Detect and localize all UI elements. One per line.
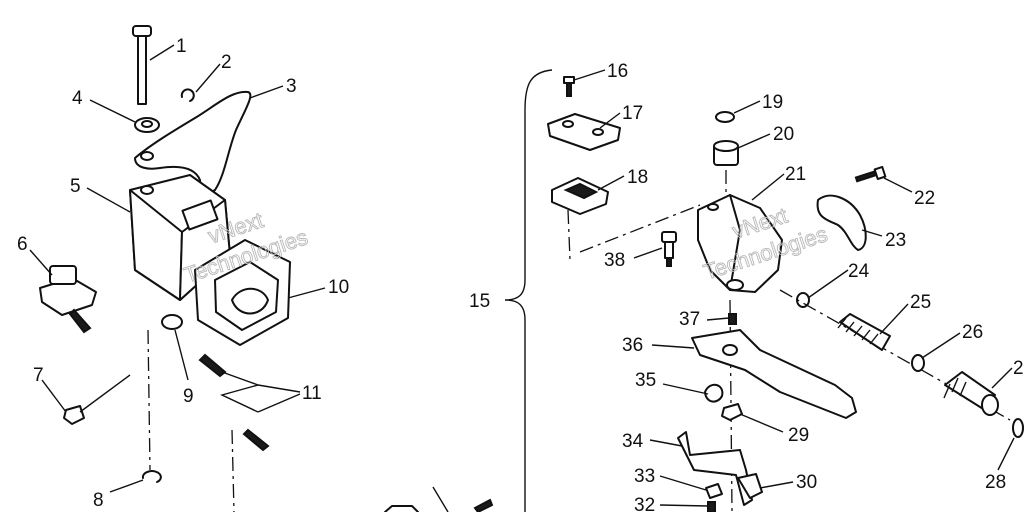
callout-19: 19 xyxy=(762,92,783,113)
part-19-washer xyxy=(715,111,735,123)
callout-1: 1 xyxy=(176,36,187,57)
part-26-washer xyxy=(911,354,925,372)
partial-lower-line xyxy=(432,486,449,512)
part-3-bracket xyxy=(134,90,252,193)
callout-10: 10 xyxy=(328,277,349,298)
axis-line-left-2 xyxy=(231,429,235,512)
part-7-nut xyxy=(63,374,131,425)
part-36-lever xyxy=(691,329,857,419)
callout-32: 32 xyxy=(634,495,655,512)
callout-33: 33 xyxy=(634,466,655,487)
partial-lower-part-1 xyxy=(384,505,419,512)
callout-18: 18 xyxy=(627,167,648,188)
callout-9: 9 xyxy=(183,386,194,407)
part-37-pin xyxy=(728,313,737,325)
callout-23: 23 xyxy=(885,230,906,251)
callout-6: 6 xyxy=(17,234,28,255)
part-8-clip xyxy=(141,470,162,483)
part-5-housing xyxy=(129,174,231,301)
part-16-screw xyxy=(563,76,575,97)
callout-16: 16 xyxy=(607,61,628,82)
partial-lower-screw xyxy=(473,498,494,512)
callout-3: 3 xyxy=(286,76,297,97)
callout-26: 26 xyxy=(962,322,983,343)
part-4-washer xyxy=(134,117,160,133)
part-35-spring xyxy=(704,383,724,403)
callout-2: 2 xyxy=(221,52,232,73)
callout-21: 21 xyxy=(785,164,806,185)
callout-24: 24 xyxy=(848,261,870,282)
part-18-gasket xyxy=(551,177,609,215)
callout-27: 2 xyxy=(1013,358,1024,379)
axis-line-left xyxy=(147,329,151,471)
part-25-spring xyxy=(837,313,891,351)
callout-37: 37 xyxy=(679,309,700,330)
callout-22: 22 xyxy=(914,188,935,209)
callout-36: 36 xyxy=(622,335,643,356)
leader-lines xyxy=(29,44,1015,507)
part-33-nut xyxy=(705,483,723,499)
callout-17: 17 xyxy=(622,103,643,124)
part-27-piston xyxy=(943,371,999,416)
callout-labels: 1 2 3 4 5 6 7 8 9 10 11 15 16 17 18 19 2… xyxy=(17,36,1024,512)
callout-7: 7 xyxy=(33,365,44,386)
part-6-switch xyxy=(39,265,97,334)
group-bracket-15 xyxy=(504,69,553,512)
part-23-clamp xyxy=(816,194,867,251)
callout-25: 25 xyxy=(910,292,931,313)
callout-28: 28 xyxy=(985,472,1006,493)
callout-8: 8 xyxy=(93,490,104,511)
part-1-bolt xyxy=(132,25,152,105)
part-21-master-cylinder xyxy=(697,194,783,293)
part-22-screw xyxy=(854,166,887,183)
part-10-block xyxy=(194,239,291,346)
axis-line-right-2 xyxy=(579,204,701,253)
callout-5: 5 xyxy=(70,176,81,197)
callout-30: 30 xyxy=(796,472,817,493)
callout-34: 34 xyxy=(622,431,644,452)
part-32-bolt xyxy=(707,501,716,512)
callout-15: 15 xyxy=(469,291,490,312)
part-2-clip xyxy=(180,88,195,102)
part-38-pin xyxy=(661,231,677,267)
part-20-bushing xyxy=(713,140,739,166)
part-28-oring xyxy=(1012,418,1024,438)
axis-line-right-1 xyxy=(567,209,571,261)
part-11-screws xyxy=(198,353,270,452)
part-9-washer xyxy=(161,314,183,330)
part-30-bracket xyxy=(737,473,763,499)
callout-4: 4 xyxy=(72,88,83,109)
callout-20: 20 xyxy=(773,124,794,145)
callout-29: 29 xyxy=(788,425,809,446)
callout-38: 38 xyxy=(604,250,625,271)
callout-11: 11 xyxy=(302,383,322,404)
part-29-nut xyxy=(721,403,743,421)
part-17-cover xyxy=(547,113,621,151)
callout-35: 35 xyxy=(635,370,656,391)
part-3-hole xyxy=(140,151,154,161)
